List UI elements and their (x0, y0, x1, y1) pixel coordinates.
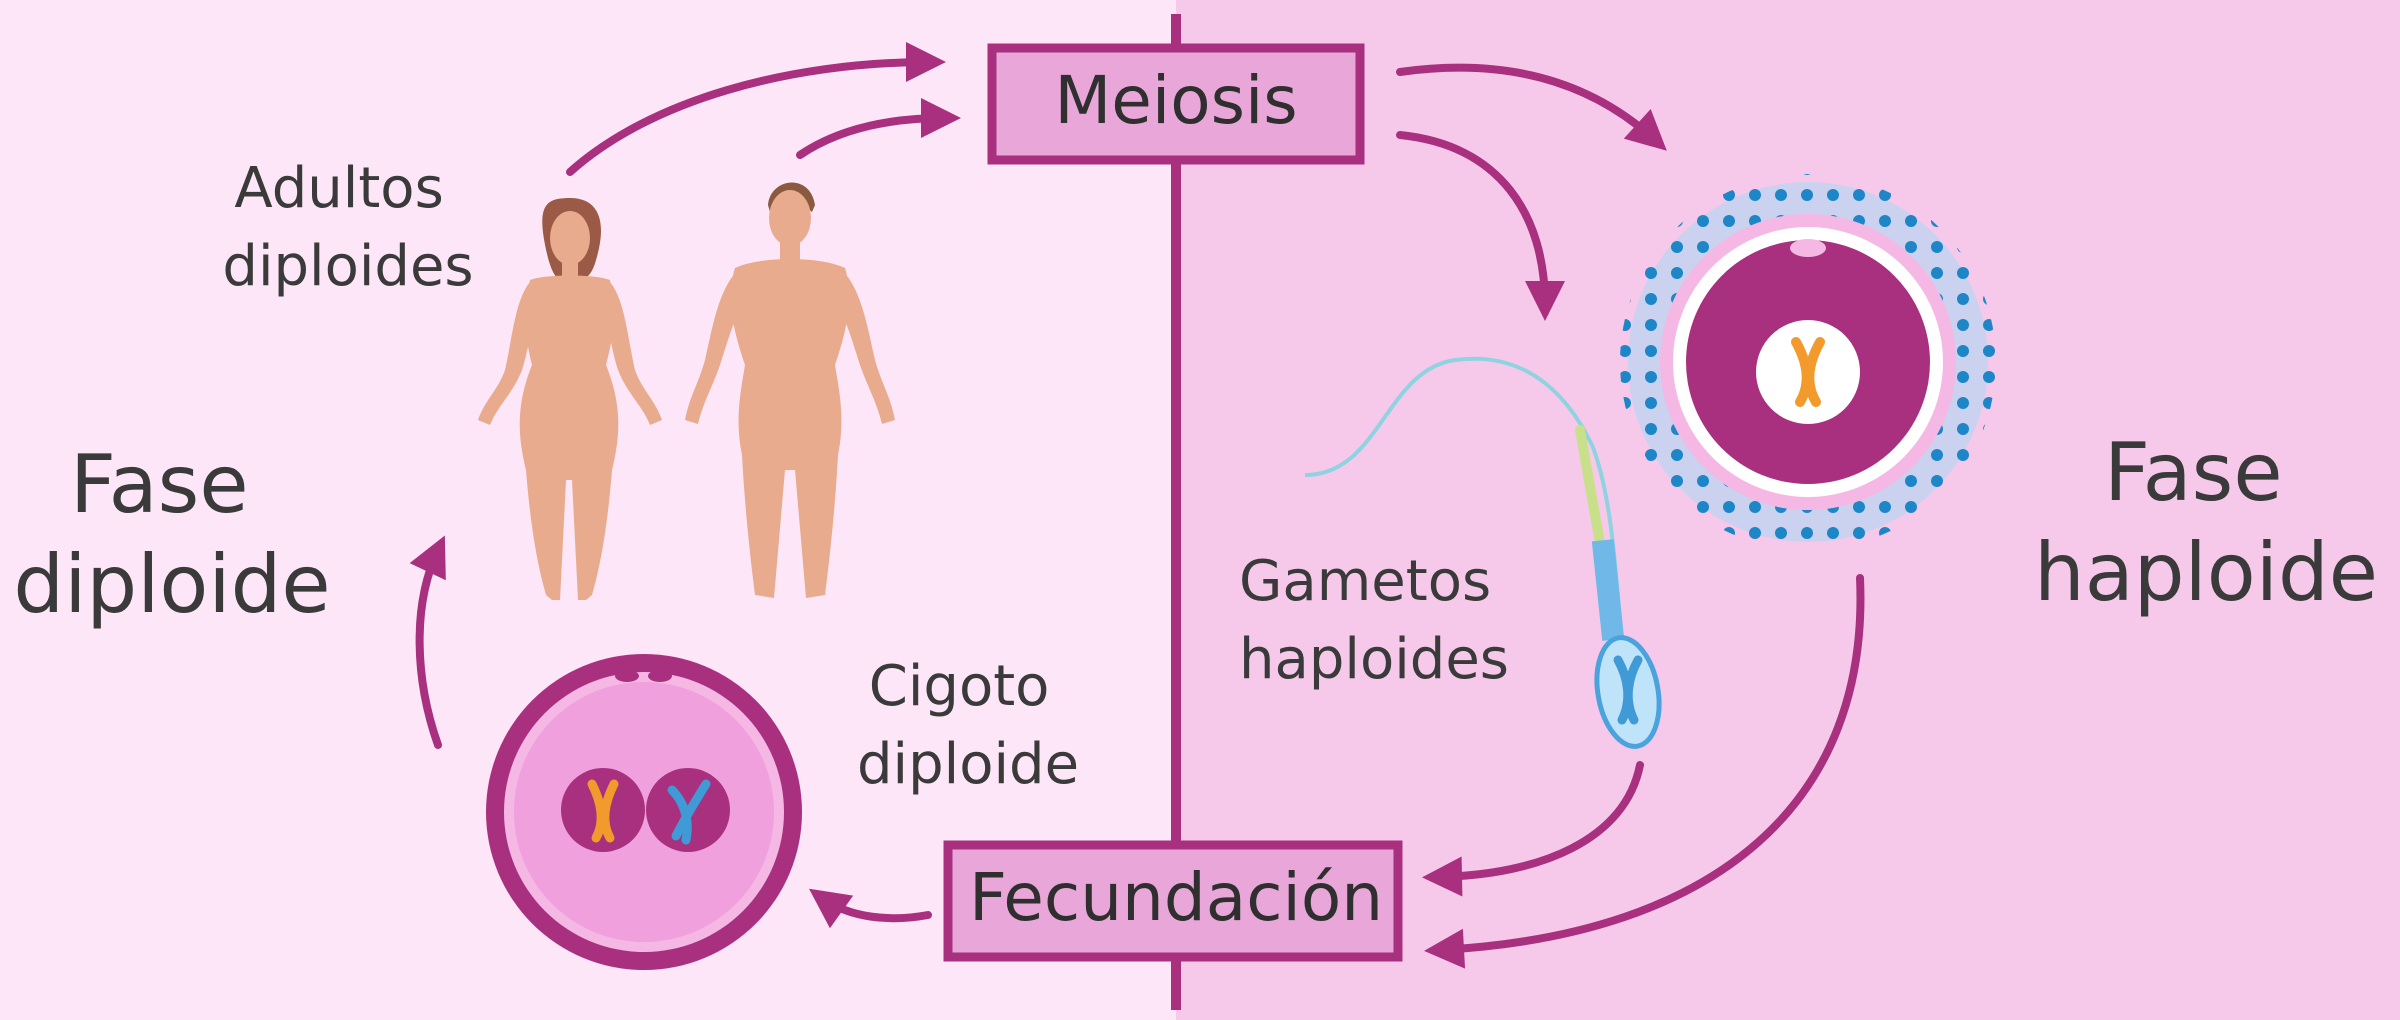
curved-arrow-icon (808, 888, 932, 929)
fecundacion-label: Fecundación (969, 859, 1383, 936)
meiosis-box: Meiosis (987, 43, 1365, 165)
chromosome-icon (587, 779, 619, 843)
curved-arrow-icon (796, 98, 961, 159)
curved-arrow-icon (1396, 63, 1667, 151)
chromosome-icon (1791, 337, 1825, 407)
adultos-line-1: Adultos (234, 156, 443, 221)
fase-diploide-line-2: diploide (13, 538, 330, 631)
cigoto-line-1: Cigoto (869, 654, 1050, 719)
cycle-arrows (409, 42, 1865, 969)
fase-diploide-label: Fase diploide (13, 438, 330, 631)
fase-haploide-label: Fase haploide (2034, 426, 2378, 619)
chromosome-icon (1613, 655, 1643, 725)
fecundacion-box: Fecundación (943, 840, 1403, 962)
gametos-line-1: Gametos (1239, 549, 1491, 614)
curved-arrow-icon (1396, 131, 1565, 321)
cigoto-label: Cigoto diploide (857, 654, 1079, 797)
curved-arrow-icon (566, 42, 946, 176)
cigoto-line-2: diploide (857, 732, 1079, 797)
fase-haploide-line-1: Fase (2104, 426, 2283, 519)
curved-arrow-icon (409, 535, 446, 749)
male-figure-icon (685, 182, 895, 598)
curved-arrow-icon (1424, 574, 1865, 969)
egg-cell-icon (1620, 174, 1996, 550)
adultos-label: Adultos diploides (222, 156, 473, 299)
sperm-cell-icon (1304, 356, 1662, 749)
gametos-label: Gametos haploides (1239, 549, 1509, 692)
fase-diploide-line-1: Fase (70, 438, 249, 531)
adultos-line-2: diploides (222, 234, 473, 299)
female-figure-icon (478, 198, 662, 600)
curved-arrow-icon (1422, 761, 1644, 897)
zygote-icon (486, 654, 802, 970)
chromosome-icon (667, 779, 711, 845)
gametos-line-2: haploides (1239, 627, 1509, 692)
meiosis-label: Meiosis (1054, 62, 1297, 139)
fase-haploide-line-2: haploide (2034, 526, 2378, 619)
